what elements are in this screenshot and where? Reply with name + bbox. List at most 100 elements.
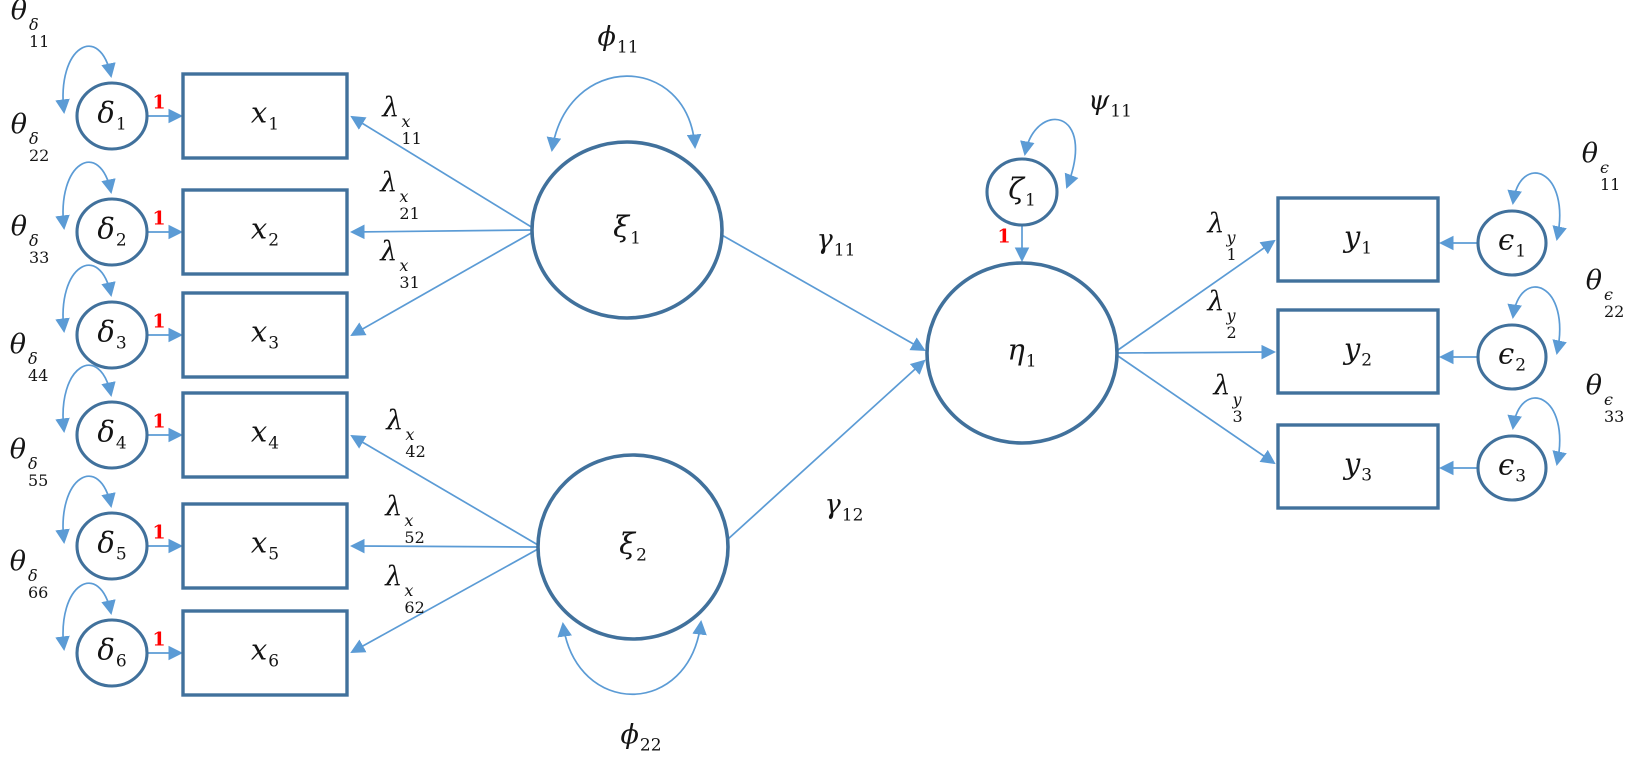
epsilon1-circle-label: ϵ1 <box>1497 222 1527 262</box>
fixed-1-delta2: 1 <box>152 207 166 230</box>
delta2-circle <box>75 197 149 267</box>
x6-box <box>181 609 349 697</box>
x3-box <box>181 291 349 379</box>
arrow-xi1-x3 <box>350 231 534 337</box>
gamma-12-label: γ12 <box>824 489 864 526</box>
variance-loop-delta3 <box>55 264 116 334</box>
delta1-circle <box>75 81 149 151</box>
y3-box-label: y3 <box>1343 446 1373 485</box>
epsilon1-circle <box>1476 209 1548 277</box>
epsilon3-circle-label: ϵ3 <box>1497 447 1527 487</box>
xi1-circle-label: ξ1 <box>613 209 641 249</box>
x1-box-label: x1 <box>250 95 280 135</box>
gamma-11-label: γ11 <box>816 224 856 261</box>
delta5-circle-label: δ5 <box>97 525 127 565</box>
delta4-circle-label: δ4 <box>97 414 127 454</box>
variance-loop-xi2 <box>557 619 707 696</box>
epsilon3-circle <box>1476 434 1548 502</box>
y3-box <box>1276 423 1440 510</box>
xi2-circle-label: ξ2 <box>619 526 647 566</box>
x5-box-label: x5 <box>250 525 280 565</box>
eta1-circle-label: η1 <box>1007 332 1037 372</box>
fixed-1-delta3: 1 <box>152 310 166 333</box>
x3-box-label: x3 <box>250 314 280 354</box>
delta3-circle-label: δ3 <box>97 314 127 354</box>
arrow-xi1-x1 <box>350 115 534 229</box>
variance-loop-delta2 <box>55 161 116 231</box>
delta6-circle <box>75 618 149 688</box>
arrow-xi1-x2 <box>349 224 534 240</box>
epsilon2-circle-label: ϵ2 <box>1497 336 1527 376</box>
arrow-xi2-x4 <box>350 434 539 546</box>
y2-box-label: y2 <box>1343 331 1373 370</box>
arrow-xi2-x6 <box>350 548 539 653</box>
variance-loop-delta5 <box>55 475 116 545</box>
delta3-circle <box>75 300 149 370</box>
arrow-eta1-y1 <box>1117 239 1276 351</box>
x2-box <box>181 188 349 276</box>
phi-11-label: ϕ11 <box>597 21 639 58</box>
variance-loop-xi1 <box>546 75 702 153</box>
edges-layer <box>55 45 1567 696</box>
phi-22-label: ϕ22 <box>620 719 662 756</box>
y1-box <box>1276 196 1440 283</box>
zeta1-circle <box>985 157 1059 227</box>
x1-box <box>181 72 349 160</box>
arrow-eta1-y2 <box>1117 344 1277 360</box>
variance-loop-epsilon3 <box>1507 397 1567 467</box>
delta1-circle-label: δ1 <box>97 95 127 135</box>
xi1-circle <box>530 140 724 320</box>
arrow-xi2-eta1 <box>726 359 926 541</box>
variance-loop-zeta1 <box>1020 118 1079 189</box>
variance-loop-delta4 <box>55 364 116 434</box>
variance-loop-epsilon2 <box>1507 286 1567 356</box>
zeta1-circle-label: ζ1 <box>1008 171 1036 211</box>
variance-loop-epsilon1 <box>1507 172 1567 242</box>
fixed-1-zeta1: 1 <box>997 225 1011 248</box>
fixed-1-delta6: 1 <box>152 628 166 651</box>
arrow-xi2-x5 <box>349 538 539 554</box>
delta2-circle-label: δ2 <box>97 211 127 251</box>
variance-loop-delta6 <box>55 582 116 652</box>
y2-box <box>1276 308 1440 395</box>
epsilon2-circle <box>1476 323 1548 391</box>
xi2-circle <box>536 453 730 641</box>
x4-box <box>181 391 349 479</box>
fixed-1-delta1: 1 <box>152 91 166 114</box>
y1-box-label: y1 <box>1343 219 1373 258</box>
fixed-1-delta4: 1 <box>152 410 166 433</box>
psi-11-label: ψ11 <box>1088 85 1132 122</box>
variance-loop-delta1 <box>55 45 116 115</box>
fixed-1-delta5: 1 <box>152 521 166 544</box>
eta1-circle <box>925 261 1119 445</box>
delta4-circle <box>75 400 149 470</box>
delta5-circle <box>75 511 149 581</box>
x6-box-label: x6 <box>250 632 280 672</box>
x5-box <box>181 502 349 590</box>
x2-box-label: x2 <box>250 211 280 251</box>
arrow-xi1-eta1 <box>719 233 926 352</box>
x4-box-label: x4 <box>250 414 280 454</box>
delta6-circle-label: δ6 <box>97 632 127 672</box>
arrow-eta1-y3 <box>1117 355 1276 465</box>
